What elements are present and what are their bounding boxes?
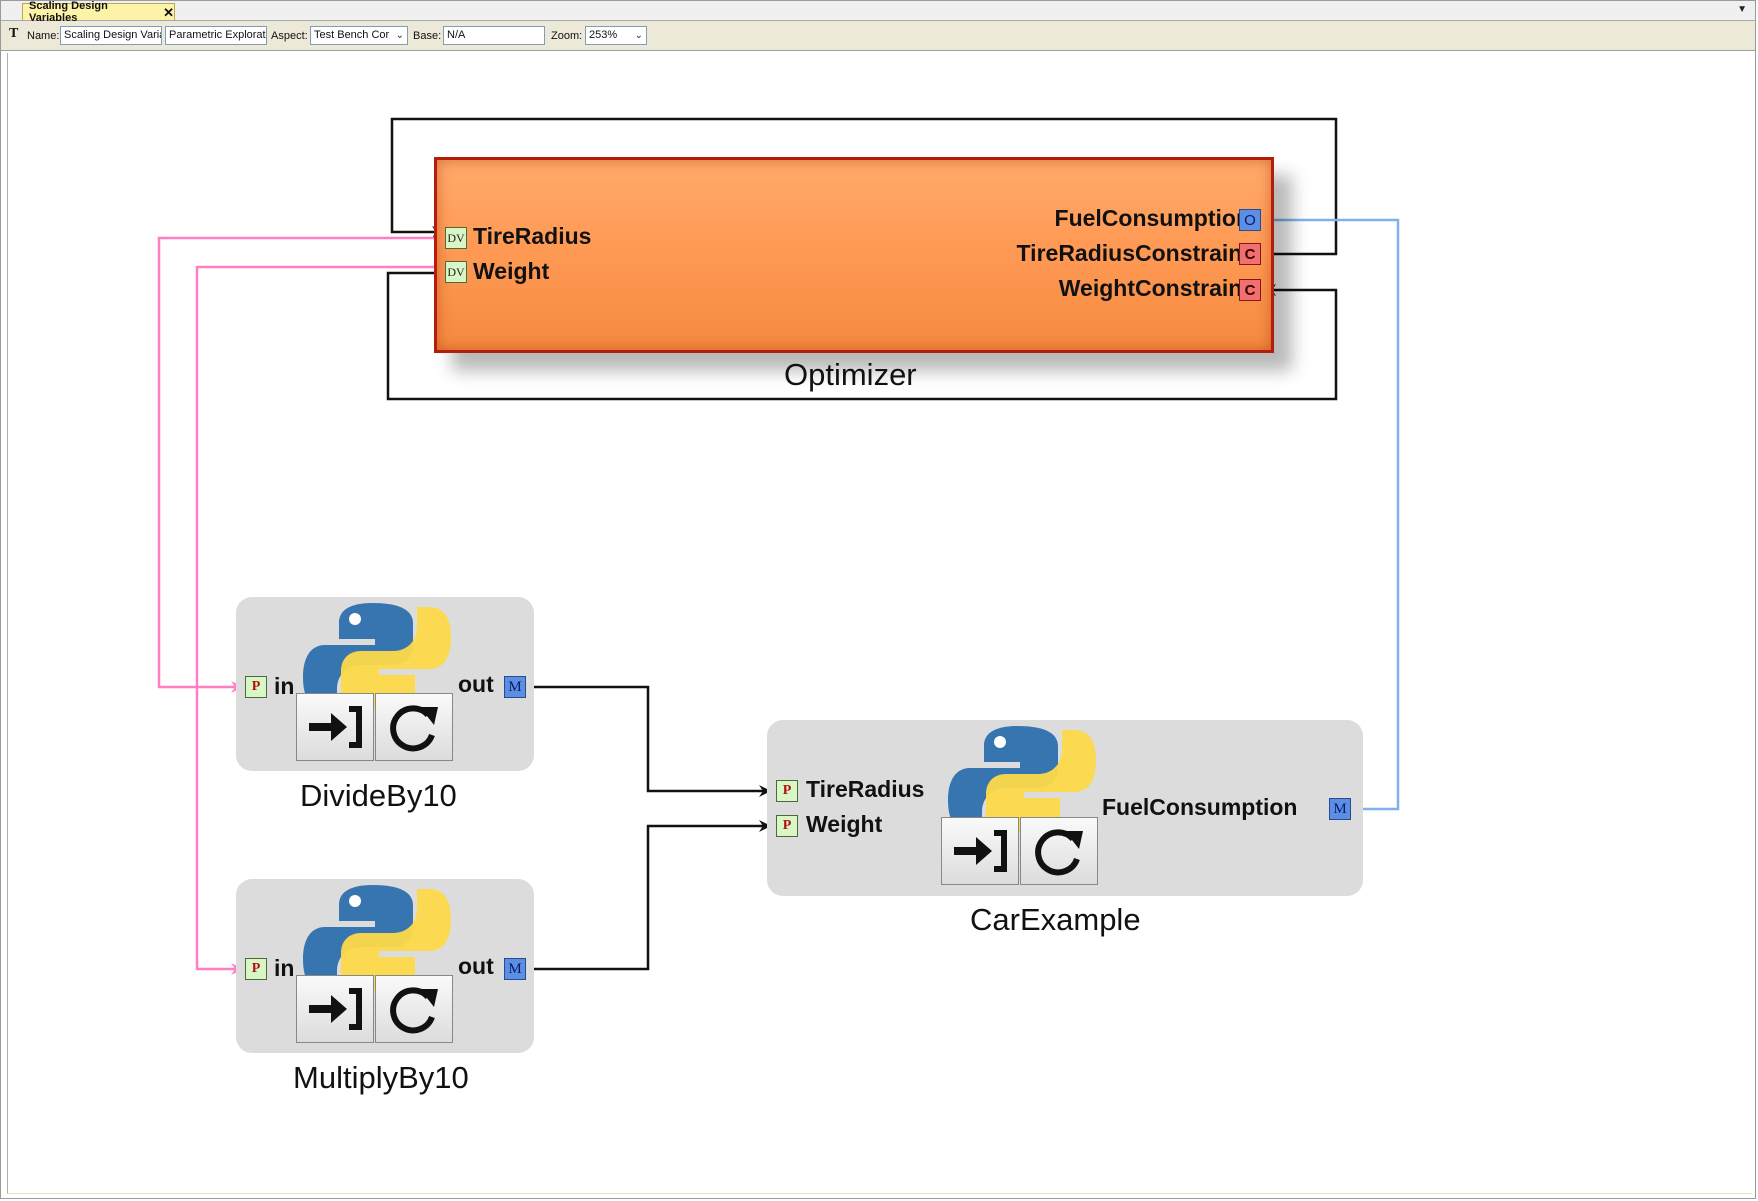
diagram-canvas[interactable]: DV TireRadius DV Weight FuelConsumption … bbox=[7, 53, 1752, 1194]
python-logo-icon bbox=[303, 603, 451, 709]
base-label: Base: bbox=[413, 30, 442, 42]
carexample-input-label-tireradius: TireRadius bbox=[806, 776, 925, 802]
carexample-output-label-fuelconsumption: FuelConsumption bbox=[1102, 794, 1298, 820]
optimizer-objective-port-fuelconsumption[interactable]: O bbox=[1239, 209, 1261, 231]
multiplyby10-name: MultiplyBy10 bbox=[293, 1060, 469, 1095]
connection-wires bbox=[157, 117, 1400, 975]
carexample-input-port-weight[interactable]: P bbox=[776, 815, 798, 837]
optimizer-name: Optimizer bbox=[784, 357, 917, 392]
carexample-name: CarExample bbox=[970, 902, 1141, 937]
optimizer-input-label-weight: Weight bbox=[473, 258, 550, 284]
divideby10-in-port[interactable]: P bbox=[245, 676, 267, 698]
tab-scaling-design-variables[interactable]: Scaling Design Variables ✕ bbox=[22, 0, 175, 24]
zoom-select[interactable]: 253% ⌄ bbox=[585, 26, 647, 45]
import-icon bbox=[954, 830, 1007, 872]
optimizer-input-label-tireradius: TireRadius bbox=[473, 223, 592, 249]
toolbar: T Name: Scaling Design Varia Parametric … bbox=[1, 21, 1755, 51]
divideby10-out-port[interactable]: M bbox=[504, 676, 526, 698]
wire-constraint-loop-top[interactable] bbox=[390, 117, 1338, 256]
optimizer-output-label-weightconstraint: WeightConstraint bbox=[1058, 275, 1250, 301]
optimizer-input-port-tireradius[interactable]: DV bbox=[445, 227, 467, 249]
base-field[interactable]: N/A bbox=[443, 26, 545, 45]
import-icon bbox=[309, 706, 362, 748]
multiplyby10-out-label: out bbox=[458, 953, 494, 979]
name-label: Name: bbox=[27, 30, 60, 42]
aspect-select[interactable]: Test Bench Cor ⌄ bbox=[310, 26, 408, 45]
close-icon[interactable]: ✕ bbox=[163, 4, 174, 20]
multiplyby10-out-port[interactable]: M bbox=[504, 958, 526, 980]
carexample-refresh-button[interactable] bbox=[1020, 817, 1098, 885]
name-field[interactable]: Scaling Design Varia bbox=[60, 26, 162, 45]
carexample-input-port-tireradius[interactable]: P bbox=[776, 780, 798, 802]
carexample-input-label-weight: Weight bbox=[806, 811, 883, 837]
carexample-output-port-fuelconsumption[interactable]: M bbox=[1329, 798, 1351, 820]
multiplyby10-refresh-button[interactable] bbox=[375, 975, 453, 1043]
divideby10-out-label: out bbox=[458, 671, 494, 697]
refresh-icon bbox=[1035, 829, 1083, 876]
tab-menu-dropdown-icon[interactable]: ▼ bbox=[1737, 4, 1747, 15]
refresh-icon bbox=[390, 705, 438, 752]
text-tool-icon[interactable]: T bbox=[9, 26, 19, 41]
optimizer-output-label-tireradiusconstraint: TireRadiusConstraint bbox=[1016, 240, 1250, 266]
aspect-label: Aspect: bbox=[271, 30, 308, 42]
optimizer-constraint-port-tireradius[interactable]: C bbox=[1239, 243, 1261, 265]
optimizer-output-label-fuelconsumption: FuelConsumption bbox=[1054, 205, 1250, 231]
wire-multiply-out-to-car-weight[interactable] bbox=[529, 820, 771, 971]
multiplyby10-import-button[interactable] bbox=[296, 975, 374, 1043]
chevron-down-icon: ⌄ bbox=[634, 30, 643, 41]
python-logo-icon bbox=[303, 885, 451, 991]
wire-weight-to-multiply[interactable] bbox=[195, 265, 444, 975]
zoom-label: Zoom: bbox=[551, 30, 583, 42]
wire-divide-out-to-car-tireradius[interactable] bbox=[529, 685, 771, 797]
kind-field[interactable]: Parametric Exploratic bbox=[165, 26, 267, 45]
chevron-down-icon: ⌄ bbox=[395, 30, 404, 41]
optimizer-block[interactable] bbox=[434, 157, 1274, 353]
python-logo-icon bbox=[948, 726, 1096, 832]
multiplyby10-in-label: in bbox=[274, 955, 295, 981]
refresh-icon bbox=[390, 987, 438, 1034]
wire-fuel-to-optimizer[interactable] bbox=[1262, 214, 1400, 811]
tab-bar: Scaling Design Variables ✕ ▼ bbox=[1, 0, 1755, 24]
aspect-select-value: Test Bench Cor bbox=[314, 29, 390, 41]
multiplyby10-in-port[interactable]: P bbox=[245, 958, 267, 980]
import-icon bbox=[309, 988, 362, 1030]
divideby10-in-label: in bbox=[274, 673, 295, 699]
zoom-select-value: 253% bbox=[589, 29, 618, 41]
carexample-import-button[interactable] bbox=[941, 817, 1019, 885]
optimizer-input-port-weight[interactable]: DV bbox=[445, 261, 467, 283]
divideby10-name: DivideBy10 bbox=[300, 778, 457, 813]
divideby10-refresh-button[interactable] bbox=[375, 693, 453, 761]
wire-constraint-loop-bottom[interactable] bbox=[386, 271, 1338, 401]
optimizer-constraint-port-weight[interactable]: C bbox=[1239, 279, 1261, 301]
wire-tireradius-to-divide[interactable] bbox=[157, 236, 444, 693]
divideby10-import-button[interactable] bbox=[296, 693, 374, 761]
